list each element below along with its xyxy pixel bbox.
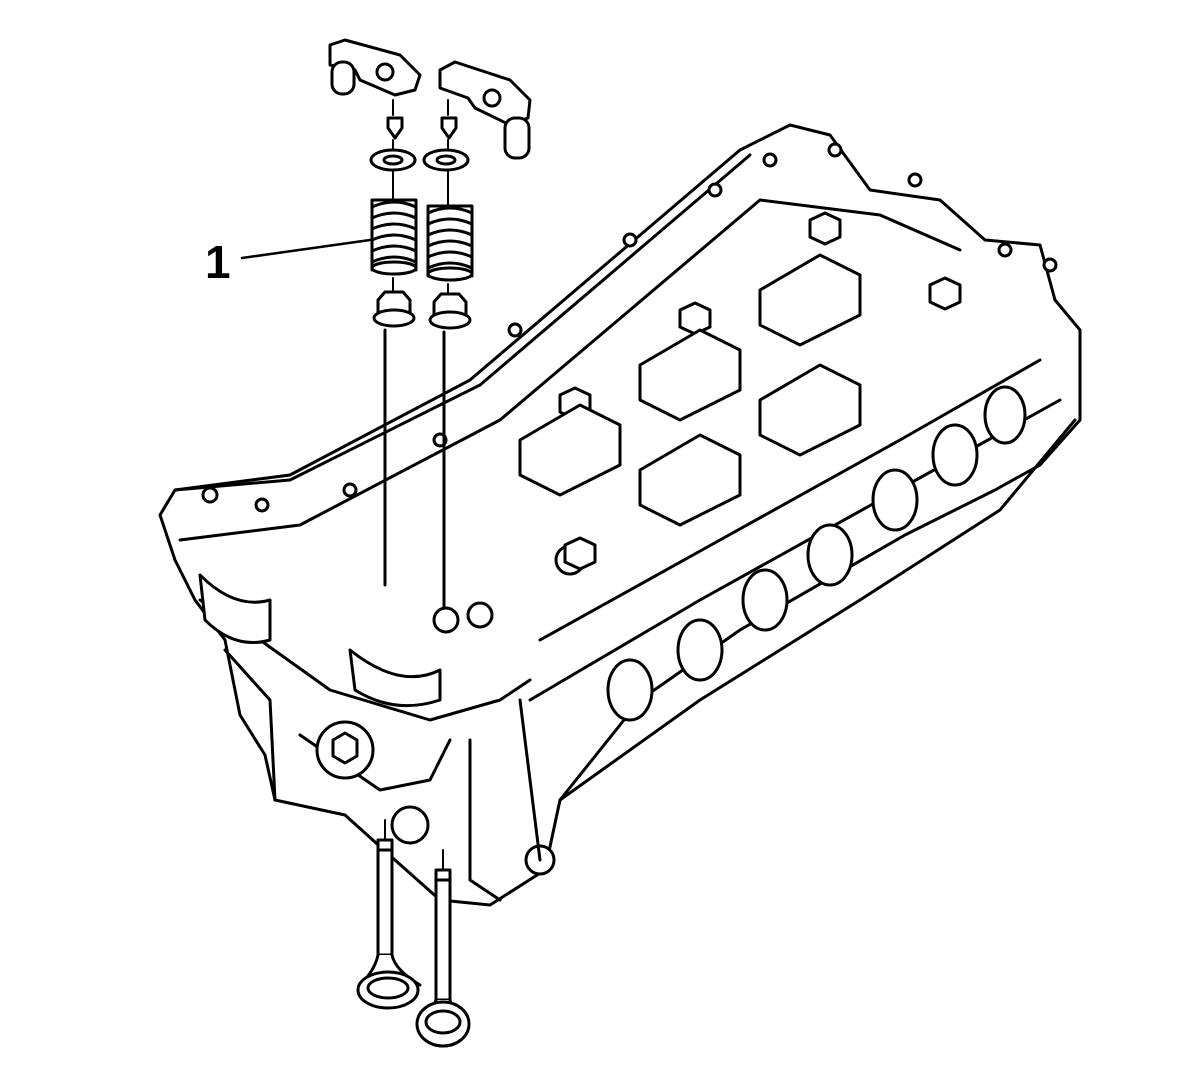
valve-key-right [440,116,458,140]
valve-assembly-left [328,38,422,1010]
valve-left [356,838,422,1010]
valve-stem-seal-right [428,292,472,330]
valve-right [415,868,471,1048]
valve-spring-right [426,204,474,282]
valve-key-left [386,116,404,140]
rocker-arm-left [328,38,422,97]
callout-label: 1 [205,236,231,288]
callout-1: 1 [205,236,372,288]
exhaust-ports [606,385,1027,722]
callout-leader-line [240,238,372,260]
rocker-arm-right [438,60,532,160]
valve-stem-seal-left [372,290,416,328]
valve-assembly-right [415,60,532,1048]
cylinder-head [158,123,1082,907]
valve-spring-left [370,198,418,276]
